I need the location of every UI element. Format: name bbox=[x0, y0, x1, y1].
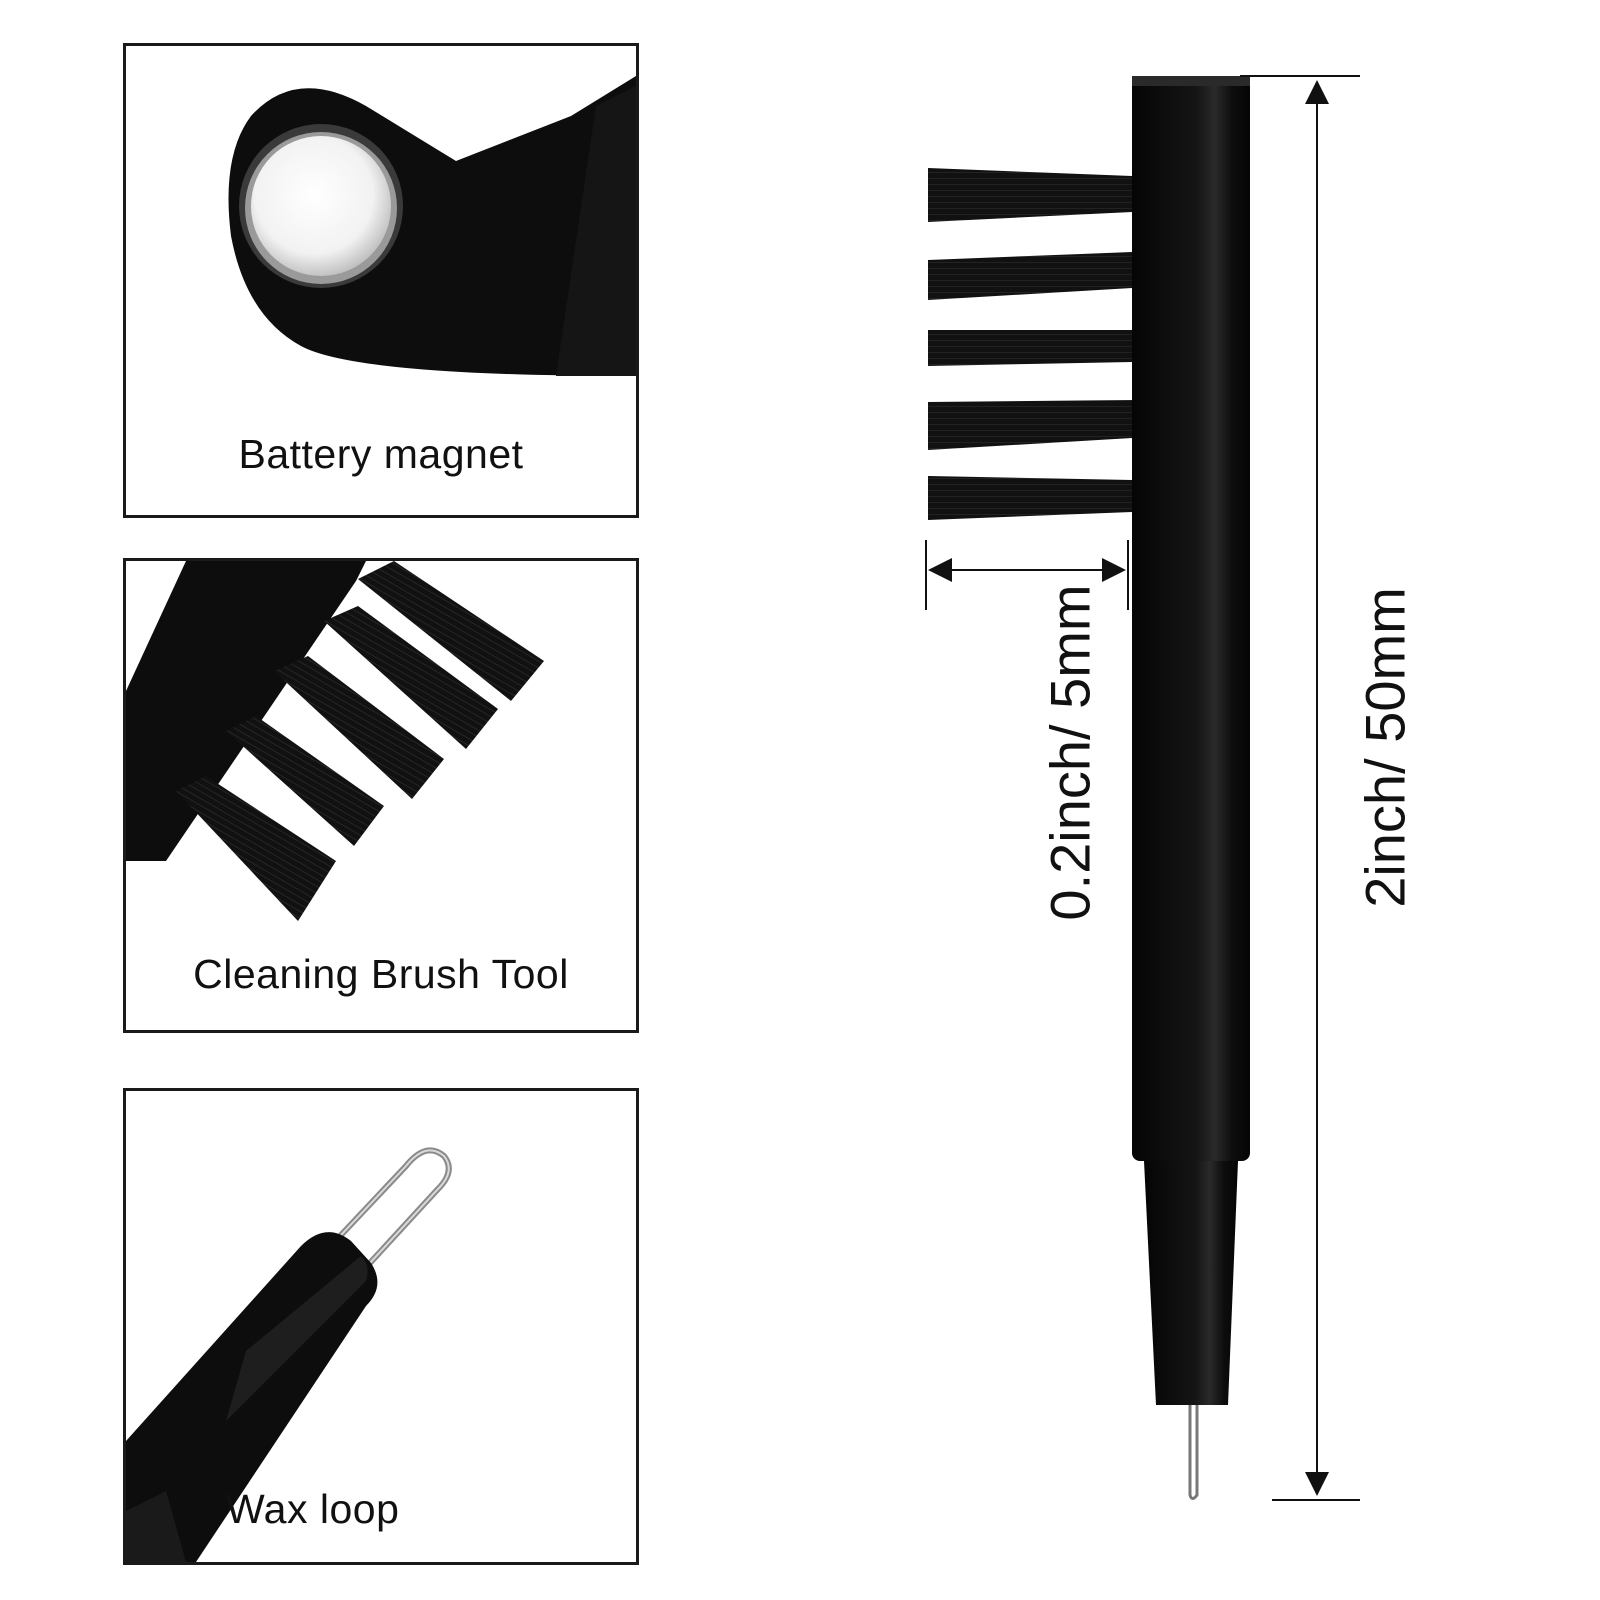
battery-magnet-caption: Battery magnet bbox=[238, 431, 524, 477]
tool-bristles bbox=[928, 168, 1132, 520]
tool-shaft bbox=[1132, 76, 1250, 1161]
wax-loop-panel: Wax loop bbox=[123, 1088, 639, 1565]
cleaning-tool-illustration bbox=[925, 75, 1360, 1501]
wax-loop-caption: Wax loop bbox=[226, 1486, 400, 1532]
wax-loop-closeup-image bbox=[126, 1147, 452, 1562]
brush-closeup-image bbox=[126, 561, 544, 921]
tool-wax-loop bbox=[1188, 1405, 1199, 1500]
tool-length-label: 2inch/ 50mm bbox=[1353, 587, 1417, 908]
brush-bristles bbox=[176, 561, 544, 921]
cleaning-brush-panel: Cleaning Brush Tool bbox=[123, 558, 639, 1033]
tool-tip bbox=[1144, 1161, 1238, 1405]
battery-magnet-panel: Battery magnet bbox=[123, 43, 639, 518]
cleaning-brush-caption: Cleaning Brush Tool bbox=[193, 951, 569, 997]
magnet-closeup-image bbox=[228, 76, 636, 376]
bristle-length-label: 0.2inch/ 5mm bbox=[1038, 584, 1102, 921]
